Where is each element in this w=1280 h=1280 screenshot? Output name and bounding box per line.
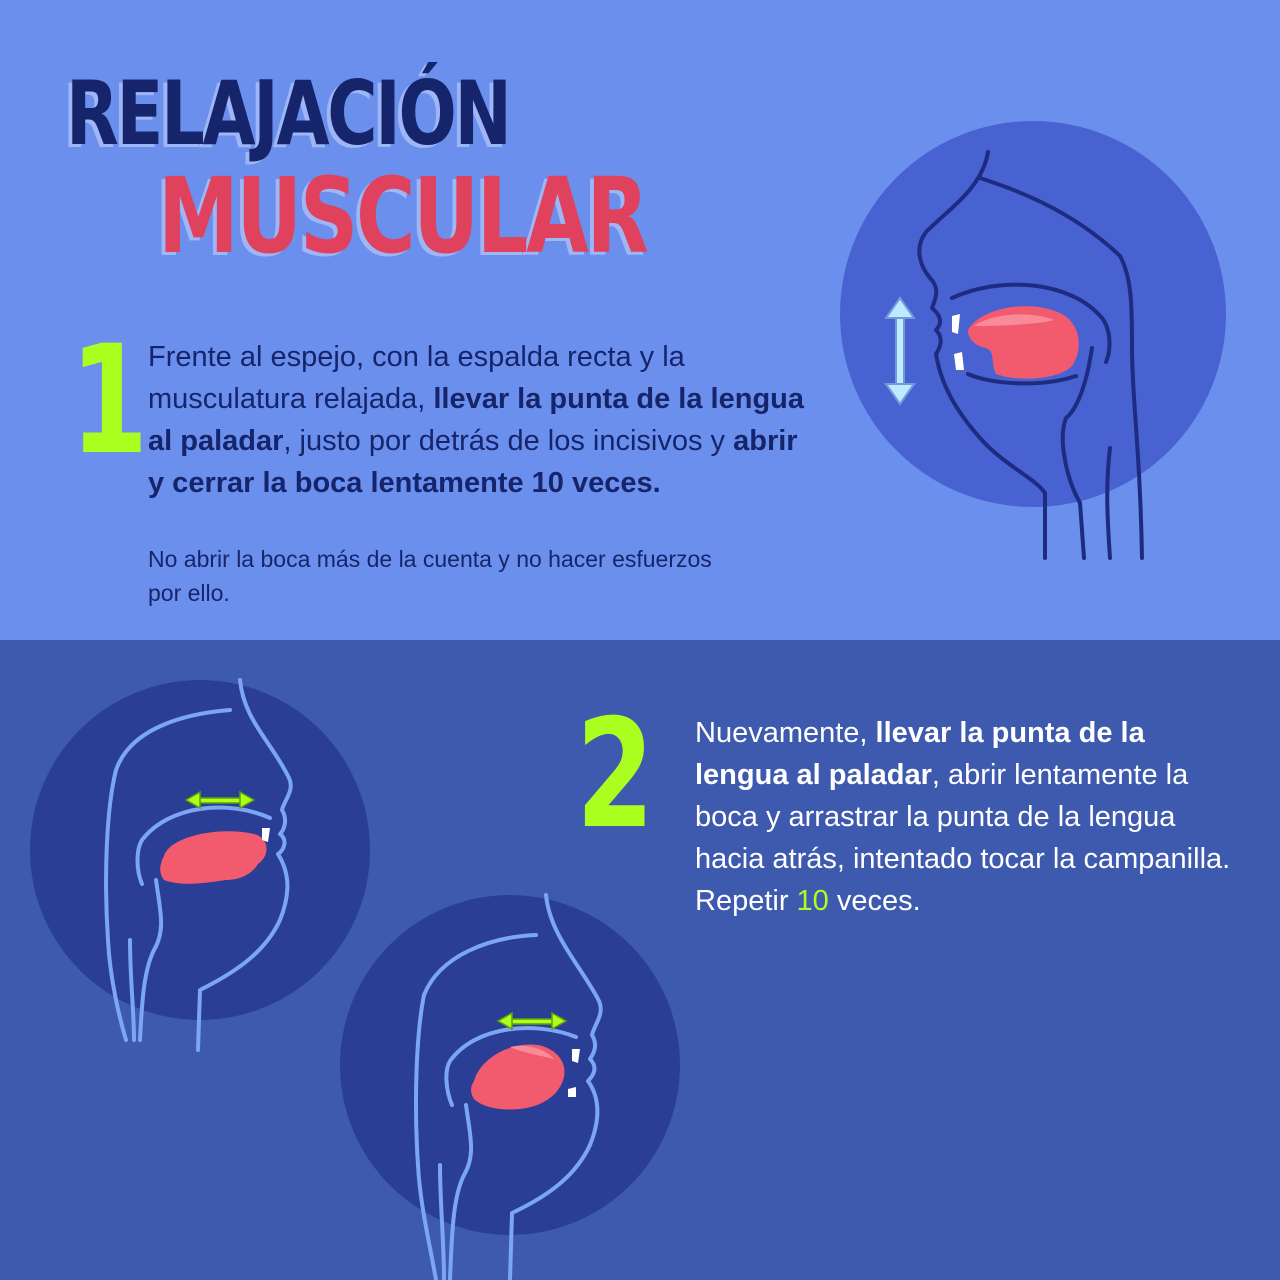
step-1-number: 1 bbox=[70, 314, 149, 488]
tongue-highlight bbox=[974, 314, 1054, 326]
back-throat-line bbox=[128, 938, 136, 1042]
double-arrow-horizontal-icon bbox=[184, 790, 256, 810]
tooth-upper bbox=[572, 1049, 580, 1063]
throat-outline bbox=[448, 1103, 474, 1280]
palate-outline bbox=[444, 1026, 578, 1107]
step-2-number: 2 bbox=[576, 688, 655, 862]
tooth-upper bbox=[952, 314, 960, 334]
head-outline-front bbox=[917, 150, 1047, 560]
step-1-text-a: Frente al espejo, con la espalda recta y… bbox=[148, 341, 685, 415]
palate-outline bbox=[950, 282, 1112, 364]
back-throat-line bbox=[438, 1163, 446, 1280]
step-2-count: 10 bbox=[796, 885, 829, 917]
head-outline-front bbox=[508, 893, 603, 1280]
illustration-mouth-open-close bbox=[840, 121, 1226, 560]
step-1-bold-b: abrir y cerrar la boca lentamente 10 vec… bbox=[148, 425, 798, 499]
tooth-lower bbox=[954, 352, 964, 370]
double-arrow-vertical-icon bbox=[884, 296, 916, 406]
step-1-note: No abrir la boca más de la cuenta y no h… bbox=[148, 546, 712, 606]
illustration-tongue-back bbox=[340, 893, 680, 1280]
nasal-cavity-outline bbox=[104, 708, 232, 1042]
tongue-shape bbox=[160, 831, 267, 884]
back-throat-line bbox=[1105, 446, 1112, 560]
tongue-shape bbox=[471, 1044, 565, 1110]
throat-outline bbox=[1060, 346, 1094, 560]
nasal-cavity-outline bbox=[978, 176, 1144, 560]
double-arrow-horizontal-icon bbox=[496, 1011, 568, 1031]
palate-outline bbox=[135, 805, 272, 886]
tooth-lower bbox=[568, 1087, 576, 1097]
throat-outline bbox=[138, 878, 164, 1042]
illustration-tongue-forward bbox=[30, 678, 370, 1052]
step-2-text: Nuevamente, llevar la punta de la lengua… bbox=[695, 712, 1235, 922]
step-1-text: Frente al espejo, con la espalda recta y… bbox=[148, 336, 808, 504]
jaw-outline bbox=[966, 372, 1078, 386]
step-1-text-b: , justo por detrás de los incisivos y bbox=[283, 425, 734, 457]
title-line-1: RELAJACIÓN bbox=[66, 62, 512, 165]
step-1-bold-a: llevar la punta de la lengua al paladar bbox=[148, 383, 804, 457]
nasal-cavity-outline bbox=[414, 933, 538, 1280]
step-2-text-b: , abrir lentamente la boca y arrastrar l… bbox=[695, 759, 1231, 917]
title-line-2: MUSCULAR bbox=[158, 155, 649, 277]
step-2-text-c: veces. bbox=[828, 885, 921, 917]
tongue-highlight bbox=[510, 1045, 554, 1059]
step-2-text-a: Nuevamente, bbox=[695, 717, 876, 749]
tooth-upper bbox=[262, 828, 270, 842]
head-outline-front bbox=[196, 678, 293, 1052]
step-2-bold-a: llevar la punta de la lengua al paladar bbox=[695, 717, 1145, 791]
